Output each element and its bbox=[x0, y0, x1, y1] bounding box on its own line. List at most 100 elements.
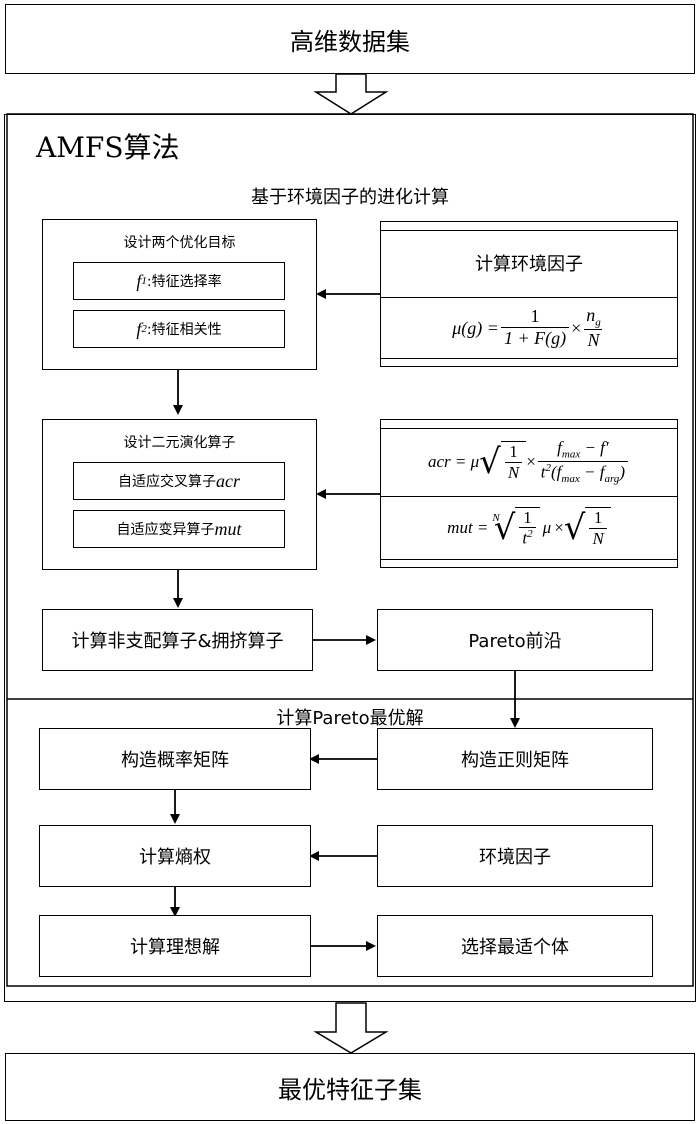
reg-matrix-box: 构造正则矩阵 bbox=[377, 728, 653, 790]
mut-lhs: mut = bbox=[447, 518, 489, 537]
section1-title: 基于环境因子的进化计算 bbox=[251, 187, 449, 208]
env-factor-inner-bottom-line bbox=[381, 358, 677, 359]
mut-sqrt-1: √ 1 t2 bbox=[494, 506, 540, 550]
entropy-box: 计算熵权 bbox=[39, 825, 311, 887]
operator-formula-box: acr = μ √ 1 N × fmax − f′ t2(fmax − farg… bbox=[380, 419, 678, 568]
fmax-symbol: f bbox=[557, 437, 562, 457]
select-best-box: 选择最适个体 bbox=[377, 915, 653, 977]
t-superscript: 2 bbox=[545, 461, 552, 474]
env-factor-box: 计算环境因子 μ(g) = 1 1 + F(g) × ng N bbox=[380, 221, 678, 367]
env-frac-2-den: N bbox=[584, 328, 603, 352]
acr-sqrt-frac: 1 N bbox=[504, 442, 523, 483]
fmax-subscript: max bbox=[561, 448, 581, 461]
amfs-title: AMFS算法 bbox=[36, 131, 180, 164]
den-fmax: (f bbox=[551, 462, 562, 482]
f2-label: :特征相关性 bbox=[146, 322, 222, 338]
den-close: ) bbox=[619, 462, 625, 482]
reg-matrix-label: 构造正则矩阵 bbox=[461, 750, 569, 771]
env-factor-inner-top-line bbox=[381, 230, 677, 231]
prob-matrix-box: 构造概率矩阵 bbox=[39, 728, 311, 790]
f1-subscript: 1 bbox=[141, 275, 147, 287]
acr-frac: fmax − f′ t2(fmax − farg) bbox=[537, 438, 628, 486]
t-symbol: t bbox=[540, 462, 546, 482]
input-dataset-label: 高维数据集 bbox=[290, 27, 410, 56]
mut-sqrt-2: √ 1 N bbox=[564, 507, 611, 549]
acr-formula: acr = μ √ 1 N × fmax − f′ t2(fmax − farg… bbox=[381, 430, 677, 494]
ideal-solution-box: 计算理想解 bbox=[39, 915, 311, 977]
mut-mu: μ bbox=[542, 518, 552, 537]
select-best-label: 选择最适个体 bbox=[461, 937, 569, 958]
mut-sqrt-2-num: 1 bbox=[593, 508, 603, 528]
pareto-front-label: Pareto前沿 bbox=[468, 631, 562, 652]
acr-sqrt-body: 1 N bbox=[500, 441, 527, 483]
ng-subscript: g bbox=[595, 316, 601, 329]
root-index: N bbox=[492, 512, 500, 524]
mut-sqrt-1-num: 1 bbox=[523, 507, 532, 527]
env-factor-divider bbox=[381, 297, 677, 298]
den-fmax-subscript: max bbox=[561, 472, 580, 485]
mu-g-lhs: μ(g) = bbox=[452, 317, 499, 338]
env-factor-title: 计算环境因子 bbox=[475, 254, 583, 275]
env-frac-1-den: 1 + F(g) bbox=[500, 327, 570, 350]
mut-symbol: mut bbox=[214, 518, 242, 539]
objectives-title: 设计两个优化目标 bbox=[123, 235, 236, 251]
env-factor-small-label: 环境因子 bbox=[479, 847, 551, 868]
operators-title: 设计二元演化算子 bbox=[123, 435, 236, 451]
acr-operator-label: 自适应交叉算子 bbox=[118, 474, 216, 490]
f2-subscript: 2 bbox=[141, 323, 147, 335]
fprime-term: − f′ bbox=[580, 437, 609, 457]
mut-times: × bbox=[554, 518, 564, 537]
sqrt-symbol: √ bbox=[479, 442, 501, 482]
mut-sqrt-1-frac: 1 t2 bbox=[519, 507, 536, 550]
env-factor-small-box: 环境因子 bbox=[377, 825, 653, 887]
formula-inner-bottom-line bbox=[381, 559, 677, 560]
mut-operator-label: 自适应变异算子 bbox=[116, 522, 215, 538]
den-farg: − f bbox=[579, 462, 605, 482]
mut-t-symbol: t bbox=[522, 528, 528, 548]
env-factor-formula: μ(g) = 1 1 + F(g) × ng N bbox=[381, 300, 677, 356]
env-times: × bbox=[571, 317, 582, 338]
entropy-label: 计算熵权 bbox=[139, 847, 211, 868]
input-dataset-box: 高维数据集 bbox=[5, 4, 695, 74]
hollow-arrow-top bbox=[313, 73, 389, 115]
env-frac-2-num: ng bbox=[583, 305, 604, 329]
section2-title: 计算Pareto最优解 bbox=[276, 708, 424, 729]
f1-symbol: f bbox=[136, 270, 142, 291]
nondominated-box: 计算非支配算子&拥挤算子 bbox=[42, 609, 313, 671]
mut-t-superscript: 2 bbox=[527, 528, 533, 541]
acr-times: × bbox=[526, 452, 536, 471]
acr-frac-num: fmax − f′ bbox=[554, 438, 611, 461]
output-subset-box: 最优特征子集 bbox=[5, 1053, 695, 1121]
f1-label: :特征选择率 bbox=[146, 274, 222, 290]
formula-divider bbox=[381, 496, 677, 497]
ng-symbol: n bbox=[586, 304, 596, 325]
f2-symbol: f bbox=[136, 318, 142, 339]
prob-matrix-label: 构造概率矩阵 bbox=[121, 750, 229, 771]
mut-sqrt-1-body: 1 t2 bbox=[515, 506, 540, 550]
mut-formula: mut = N √ 1 t2 μ × √ 1 N bbox=[381, 498, 677, 558]
env-frac-1-num: 1 bbox=[530, 306, 540, 327]
mut-sqrt-2-den: N bbox=[589, 527, 607, 549]
den-farg-subscript: arg bbox=[604, 472, 620, 485]
acr-lhs: acr = μ bbox=[428, 452, 480, 471]
sqrt-symbol-2: √ bbox=[563, 508, 586, 548]
acr-frac-den: t2(fmax − farg) bbox=[537, 460, 628, 486]
acr-sqrt: √ 1 N bbox=[479, 441, 527, 483]
pareto-front-box: Pareto前沿 bbox=[377, 609, 653, 671]
output-subset-label: 最优特征子集 bbox=[278, 1075, 422, 1104]
acr-sqrt-num: 1 bbox=[509, 442, 518, 462]
nondominated-label: 计算非支配算子&拥挤算子 bbox=[71, 631, 284, 652]
acr-sqrt-den: N bbox=[504, 461, 523, 483]
mut-sqrt-1-den: t2 bbox=[519, 527, 536, 549]
acr-symbol: acr bbox=[216, 470, 240, 491]
ideal-solution-label: 计算理想解 bbox=[130, 937, 220, 958]
formula-inner-top-line bbox=[381, 428, 677, 429]
mut-sqrt-2-frac: 1 N bbox=[589, 508, 607, 549]
hollow-arrow-bottom bbox=[313, 1002, 389, 1054]
